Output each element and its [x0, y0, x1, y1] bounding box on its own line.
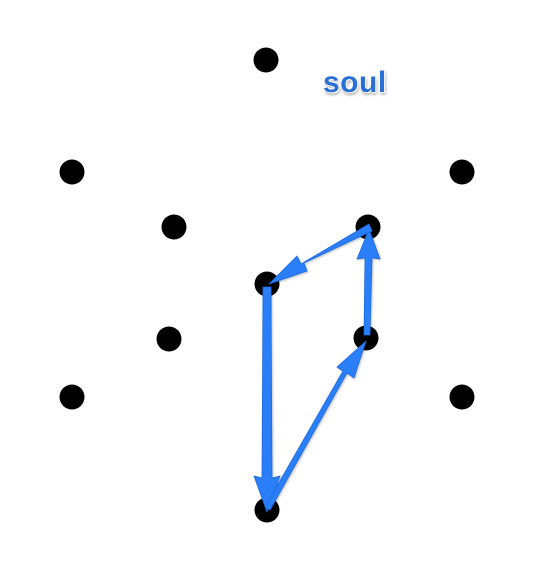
dot-top [253, 47, 279, 73]
dot-lower-right [449, 384, 475, 410]
dot-inner-lower-right [353, 325, 379, 351]
dot-lower-left [59, 384, 85, 410]
arrow-group [253, 223, 381, 513]
arrow-bottom-to-inner-lower-right [264, 340, 367, 511]
arrow-inner-upper-right-to-center [268, 223, 373, 285]
arrow-center-to-bottom [253, 286, 281, 513]
arrow-inner-lower-right-to-inner-upper-right [356, 228, 381, 336]
dot-center [254, 271, 280, 297]
dot-inner-upper-left [161, 214, 187, 240]
dot-upper-right [449, 159, 475, 185]
answer-word-label: soul [323, 66, 387, 99]
dot-inner-lower-left [156, 326, 182, 352]
dot-upper-left [59, 159, 85, 185]
